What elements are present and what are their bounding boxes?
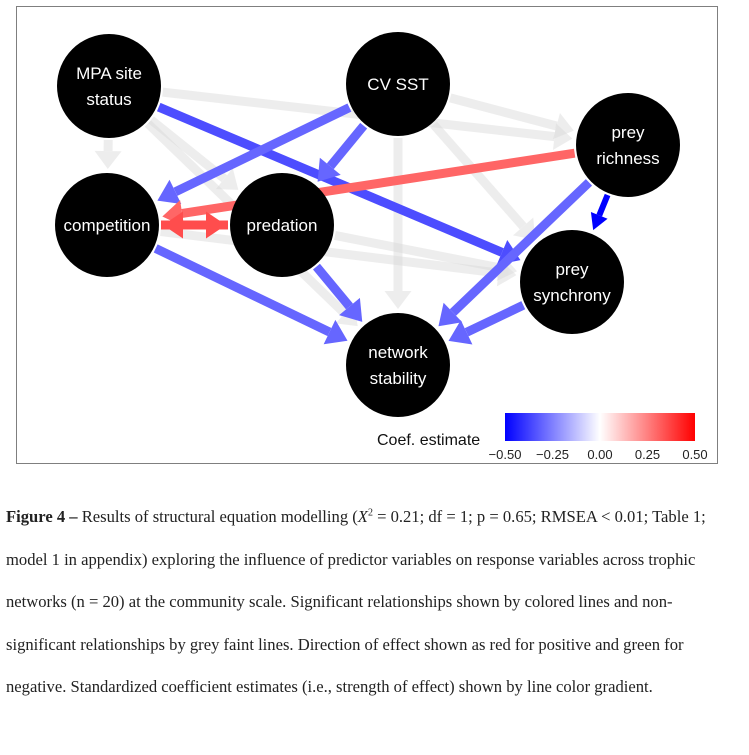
nodes: MPA site status CV SST prey richness competit…: [55, 32, 680, 417]
legend-title: Coef. estimate: [377, 432, 480, 449]
edge-cvsst-to-network_stability-arrowhead: [384, 291, 412, 309]
edge-predation-to-competition-arrowhead: [163, 211, 183, 239]
edge-prey_synchrony-to-network_stability-arrowhead: [448, 320, 473, 345]
edge-cvsst-to-prey_richness: [449, 93, 574, 140]
sem-diagram: MPA site status CV SST prey richness competit…: [55, 32, 708, 462]
legend-tick-label: −0.25: [536, 447, 569, 462]
node-label: CV SST: [367, 75, 428, 94]
node-circle: [576, 93, 680, 197]
node-label: synchrony: [533, 286, 611, 305]
legend-tick-label: 0.00: [587, 447, 612, 462]
node-label: prey: [555, 260, 589, 279]
node-prey-synchrony: prey synchrony: [520, 230, 624, 334]
node-label: status: [86, 90, 131, 109]
edge-cvsst-to-predation-line: [326, 122, 368, 170]
node-label: predation: [247, 216, 318, 235]
edge-prey_richness-to-prey_synchrony: [590, 193, 611, 231]
node-circle: [346, 32, 450, 136]
edge-prey_synchrony-to-network_stability-line: [464, 301, 526, 337]
caption-chi-symbol: X: [357, 507, 368, 526]
edge-predation-to-competition: [163, 211, 228, 239]
edge-competition-to-prey_synchrony-line: [160, 227, 500, 278]
edge-mpa-to-prey_synchrony-line: [156, 102, 504, 257]
edge-cvsst-to-predation: [317, 122, 368, 182]
edge-mpa-to-predation: [148, 116, 239, 190]
legend-tick-label: 0.25: [635, 447, 660, 462]
edge-cvsst-to-competition-line: [173, 103, 352, 196]
legend-ticks: −0.50 −0.25 0.00 0.25 0.50: [489, 447, 708, 462]
node-circle: [520, 230, 624, 334]
edge-cvsst-to-network_stability: [384, 138, 412, 309]
node-label: richness: [596, 149, 659, 168]
edge-prey_richness-to-prey_synchrony-line: [596, 193, 611, 217]
edge-mpa-to-predation-arrowhead: [215, 168, 239, 190]
caption-label: Figure 4 –: [6, 507, 78, 526]
edge-cvsst-to-competition-arrowhead: [157, 179, 182, 205]
caption-text-after: = 0.21; df = 1; p = 0.65; RMSEA < 0.01; …: [6, 507, 706, 696]
edge-cvsst-to-prey_richness-arrowhead: [553, 112, 574, 140]
node-label: MPA site: [76, 64, 142, 83]
edge-predation-to-network_stability-arrowhead: [339, 297, 363, 322]
edge-predation-to-network_stability-line: [312, 263, 353, 310]
node-circle: [346, 313, 450, 417]
figure-caption: Figure 4 – Results of structural equatio…: [6, 496, 706, 709]
node-cvsst: CV SST: [346, 32, 450, 136]
edge-cvsst-to-prey_richness-line: [449, 93, 558, 131]
edge-predation-to-prey_synchrony-line: [334, 230, 501, 273]
node-network-stability: network stability: [346, 313, 450, 417]
caption-chi-sup: 2: [367, 507, 373, 519]
edge-competition-to-network_stability: [153, 244, 348, 345]
node-label: competition: [64, 216, 151, 235]
edge-mpa-to-prey_richness-arrowhead: [552, 123, 573, 151]
node-label: network: [368, 343, 428, 362]
node-prey-richness: prey richness: [576, 93, 680, 197]
legend-colorbar: [505, 413, 695, 441]
edge-prey_synchrony-to-network_stability: [448, 301, 526, 345]
edge-predation-to-network_stability: [312, 263, 363, 322]
edge-prey_richness-to-prey_synchrony-arrowhead: [590, 211, 608, 231]
edge-cvsst-to-prey_synchrony-line: [430, 121, 527, 230]
edge-cvsst-to-competition: [157, 103, 352, 205]
legend-tick-label: −0.50: [489, 447, 522, 462]
node-predation: predation: [230, 173, 334, 277]
edge-prey_richness-to-network_stability: [438, 179, 593, 327]
node-competition: competition: [55, 173, 159, 277]
node-label: prey: [611, 123, 645, 142]
node-circle: [55, 173, 159, 277]
caption-text-before: Results of structural equation modelling…: [77, 507, 358, 526]
legend: Coef. estimate −0.50 −0.25 0.00 0.25 0.50: [377, 413, 708, 462]
edge-mpa-to-predation-line: [148, 116, 228, 183]
edge-prey_richness-to-network_stability-line: [449, 179, 593, 316]
node-circle: [57, 34, 161, 138]
edge-competition-to-network_stability-line: [153, 244, 332, 337]
edge-mpa-to-competition: [94, 139, 122, 170]
node-label: stability: [370, 369, 427, 388]
edge-competition-to-network_stability-arrowhead: [323, 319, 348, 345]
legend-tick-label: 0.50: [682, 447, 707, 462]
edge-mpa-to-competition-arrowhead: [94, 150, 122, 170]
edge-cvsst-to-predation-arrowhead: [317, 157, 341, 182]
edge-cvsst-to-prey_synchrony: [430, 121, 536, 240]
edge-prey_richness-to-network_stability-arrowhead: [438, 302, 463, 327]
node-circle: [230, 173, 334, 277]
figure-panel: MPA site status CV SST prey richness competit…: [16, 6, 718, 464]
node-mpa: MPA site status: [57, 34, 161, 138]
